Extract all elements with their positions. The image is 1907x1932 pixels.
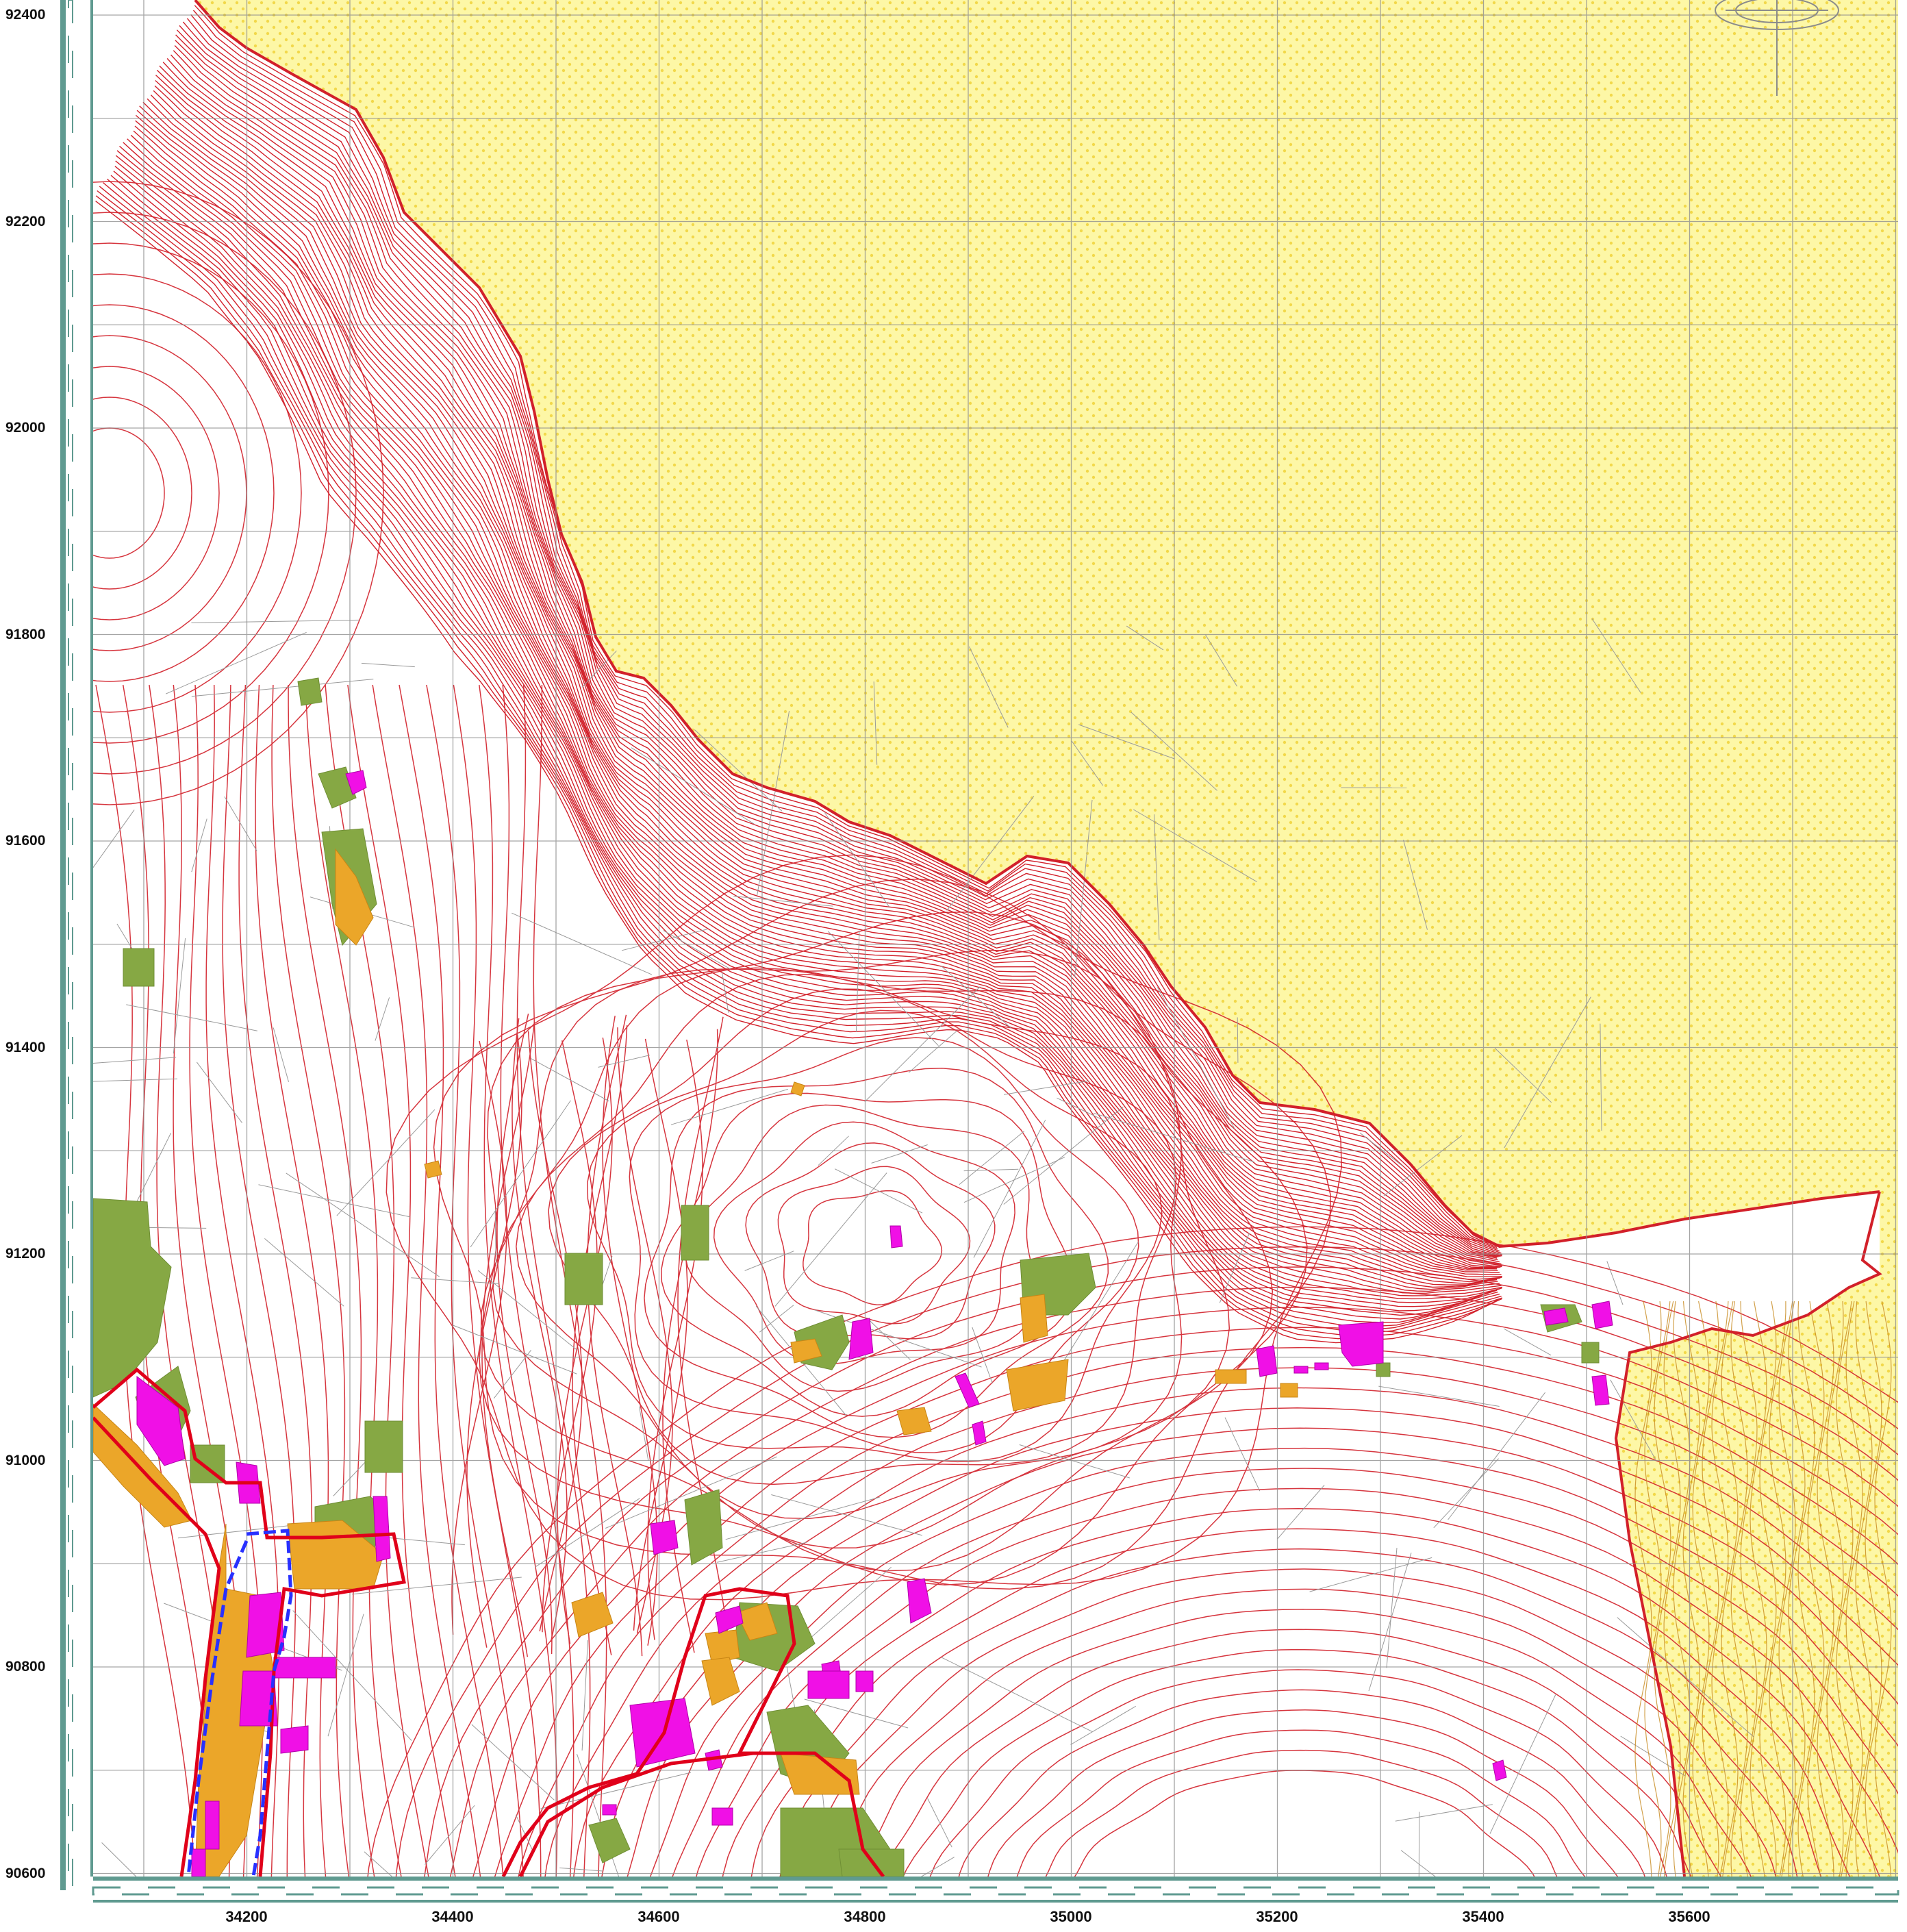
y-axis-label: 91600 [5, 833, 46, 849]
x-axis-label: 35400 [1462, 1908, 1504, 1925]
blue-boundary [246, 1529, 293, 1877]
coastline [194, 0, 1880, 1249]
x-axis-label: 35600 [1668, 1908, 1710, 1925]
x-axis-label: 34600 [637, 1908, 680, 1925]
north-arrow-icon [1715, 0, 1839, 96]
south-east-contours [1634, 1301, 1892, 1877]
y-axis-label: 92400 [5, 7, 46, 23]
y-axis-label: 90600 [5, 1865, 46, 1881]
x-axis-label: 34200 [225, 1908, 268, 1925]
y-axis-label: 91200 [5, 1246, 46, 1262]
magenta-buildings [136, 770, 1613, 1877]
blue-boundary-west [186, 1540, 249, 1877]
planning-boundaries [93, 1367, 885, 1877]
coastline-south [1614, 1191, 1882, 1877]
x-axis-label: 35000 [1050, 1908, 1092, 1925]
y-axis-label: 92000 [5, 420, 46, 436]
map-frame-left [60, 0, 93, 1891]
y-axis-label: 91400 [5, 1039, 46, 1055]
coordinate-grid [93, 0, 1898, 1877]
x-axis-label: 34800 [844, 1908, 886, 1925]
x-axis-label: 35200 [1256, 1908, 1298, 1925]
y-axis-label: 92200 [5, 213, 46, 229]
y-axis-label: 90800 [5, 1659, 46, 1674]
sea-area [195, 0, 1898, 1877]
y-axis-label: 91800 [5, 626, 46, 642]
y-axis-label: 91000 [5, 1452, 46, 1468]
map-frame-bottom [92, 1877, 1899, 1903]
cliff-contours [95, 5, 1503, 1344]
x-axis-label: 34400 [431, 1908, 474, 1925]
